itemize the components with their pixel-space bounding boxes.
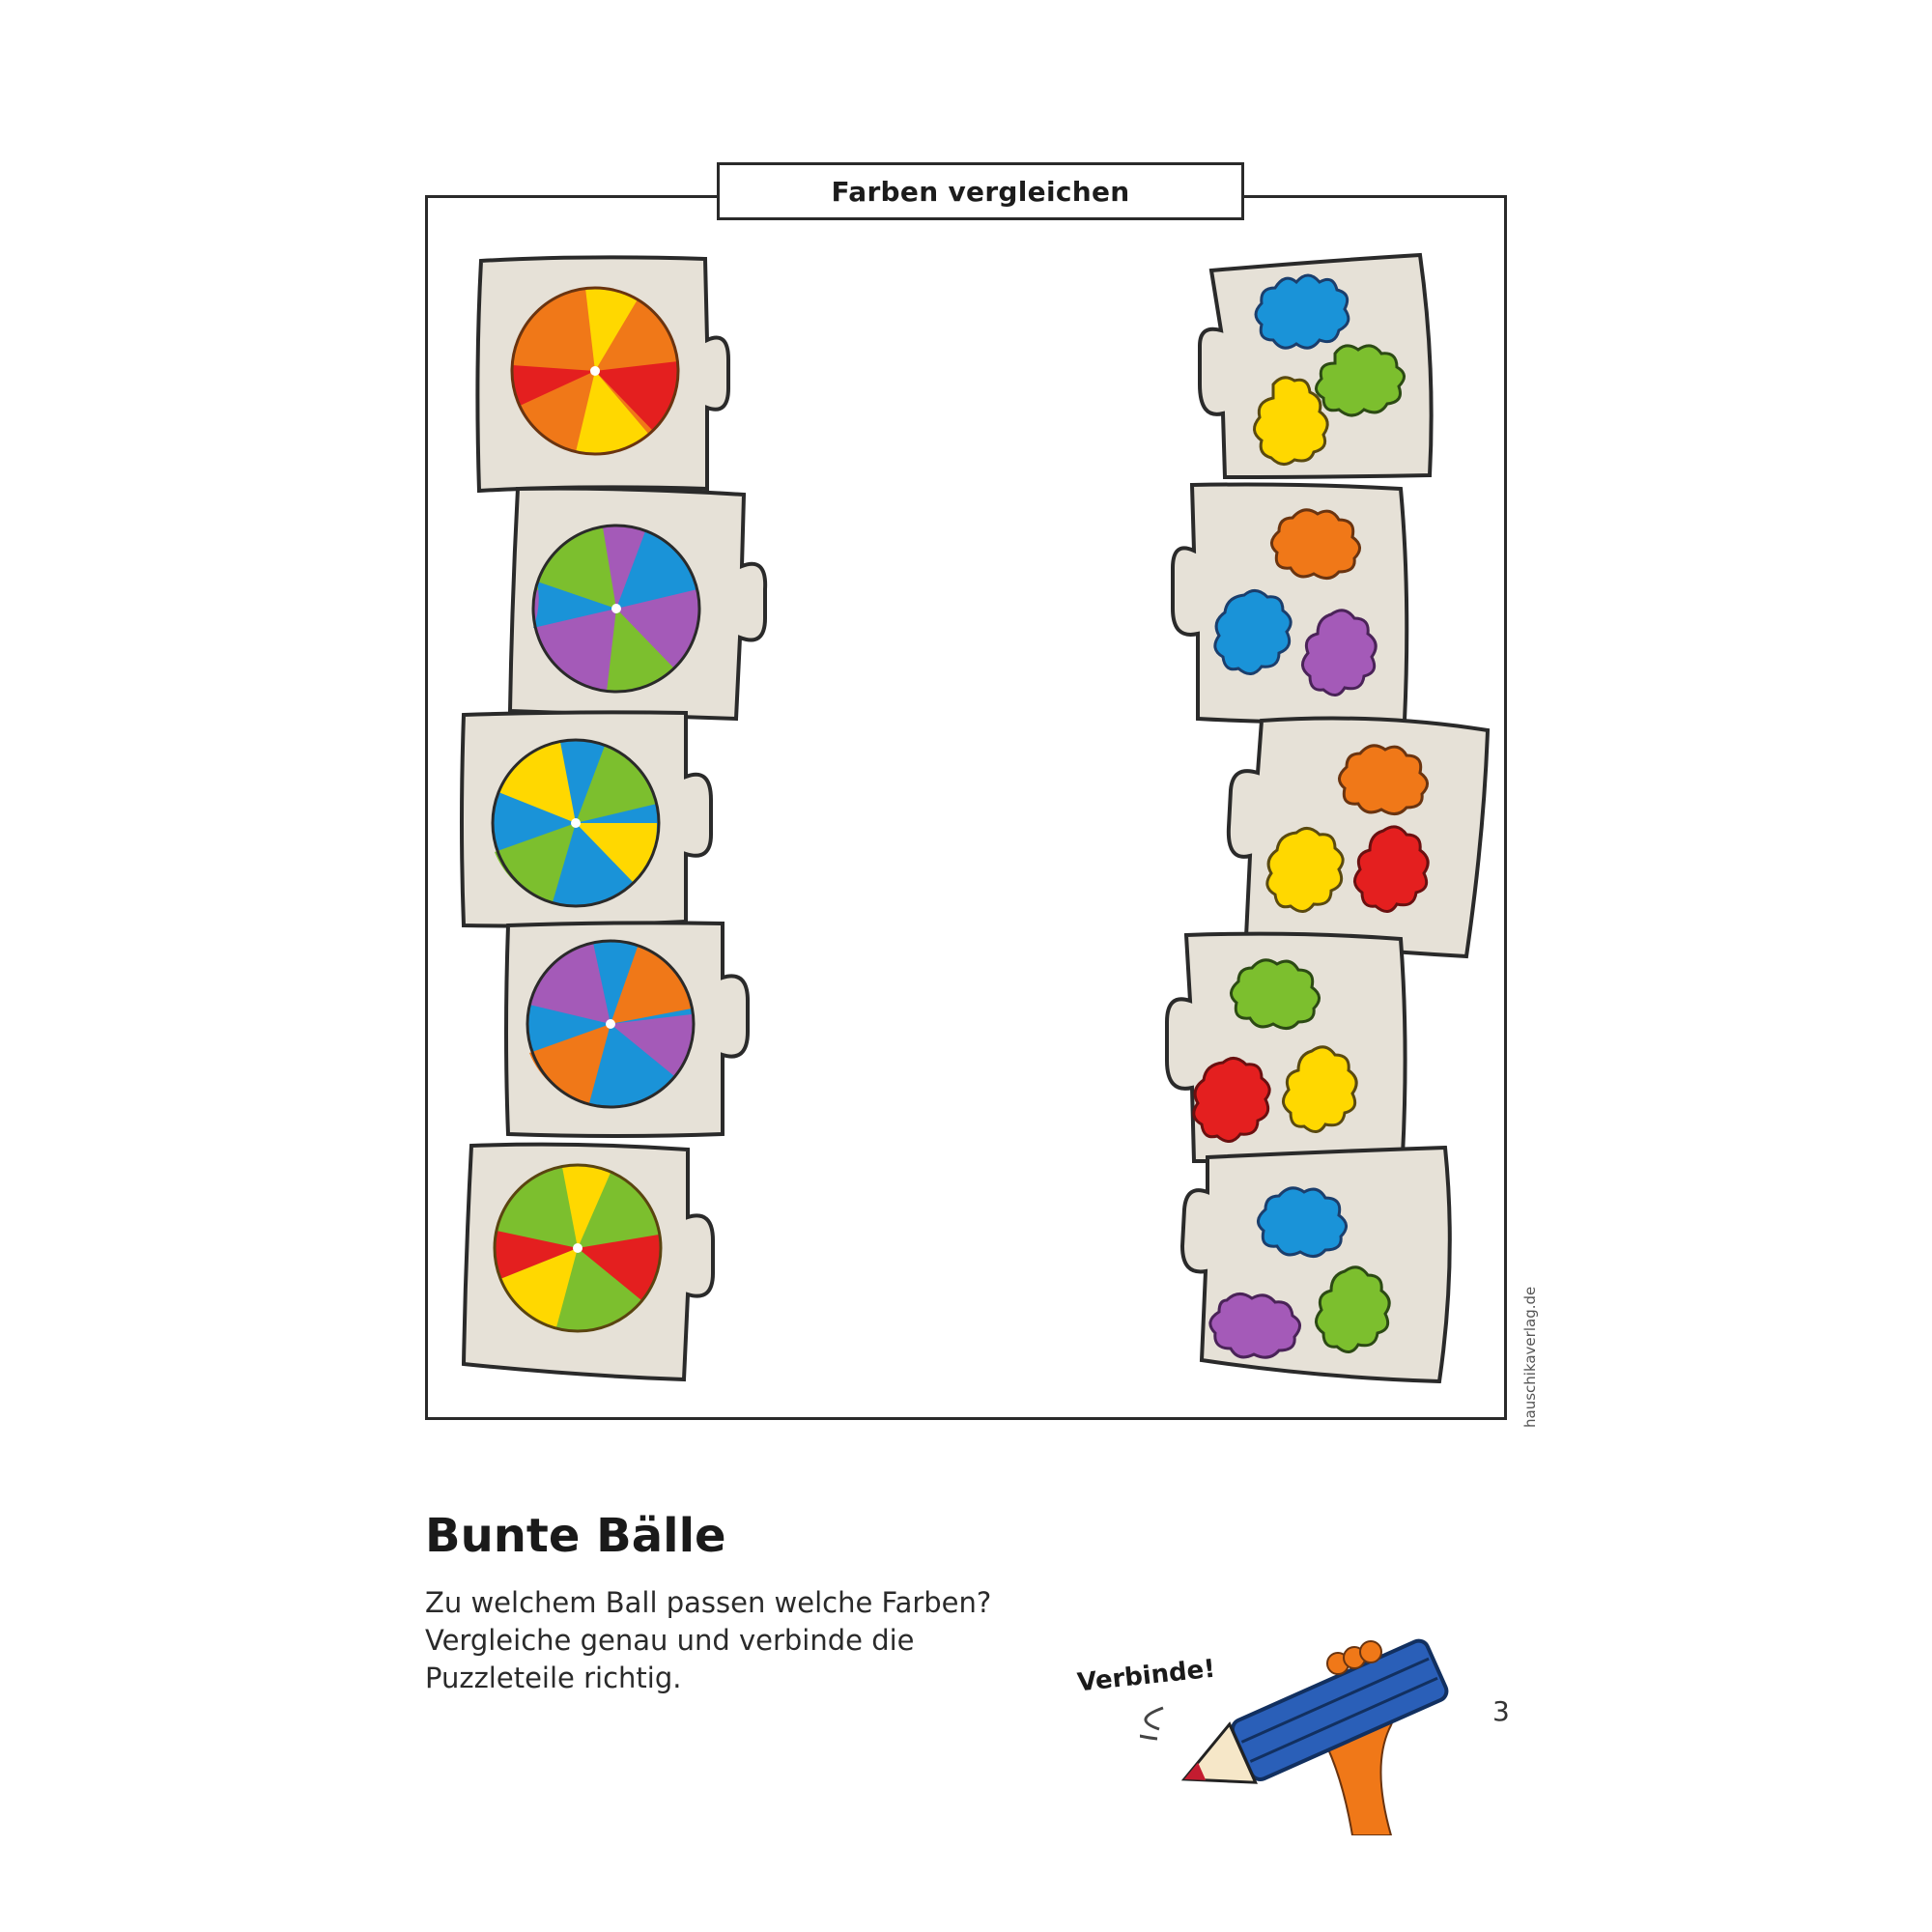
- section-title: Farben vergleichen: [717, 162, 1244, 220]
- instruction-line: Zu welchem Ball passen welche Farben?: [425, 1586, 992, 1619]
- instruction-line: Vergleiche genau und verbinde die: [425, 1624, 915, 1657]
- page-number: 3: [1492, 1695, 1510, 1727]
- color-splash-icon: [1198, 252, 1434, 480]
- pencil-icon: [1140, 1638, 1449, 1835]
- ball-puzzle-piece-1[interactable]: [475, 253, 736, 495]
- beach-ball-icon: [461, 1142, 715, 1382]
- ball-puzzle-piece-4[interactable]: [502, 920, 763, 1142]
- beach-ball-icon: [475, 255, 730, 494]
- instruction-line: Puzzleteile richtig.: [425, 1662, 682, 1694]
- exercise-heading: Bunte Bälle: [425, 1509, 726, 1563]
- publisher-credit: hauschikaverlag.de: [1521, 1286, 1539, 1428]
- color-splash-icon: [1165, 931, 1407, 1164]
- ball-puzzle-piece-2[interactable]: [504, 483, 775, 724]
- color-splash-icon: [1226, 716, 1491, 959]
- splash-puzzle-piece-1[interactable]: [1198, 249, 1459, 481]
- ball-puzzle-piece-5[interactable]: [460, 1140, 721, 1391]
- exercise-instructions: Zu welchem Ball passen welche Farben? Ve…: [425, 1584, 991, 1697]
- color-splash-icon: [1179, 1145, 1452, 1384]
- beach-ball-icon: [504, 921, 750, 1138]
- splash-puzzle-piece-3[interactable]: [1226, 711, 1503, 964]
- splash-puzzle-piece-2[interactable]: [1171, 479, 1428, 730]
- ball-puzzle-piece-3[interactable]: [458, 709, 719, 931]
- beach-ball-icon: [460, 710, 713, 928]
- splash-puzzle-piece-4[interactable]: [1165, 925, 1422, 1167]
- splash-puzzle-piece-5[interactable]: [1179, 1145, 1463, 1387]
- color-splash-icon: [1171, 482, 1409, 724]
- beach-ball-icon: [507, 486, 768, 722]
